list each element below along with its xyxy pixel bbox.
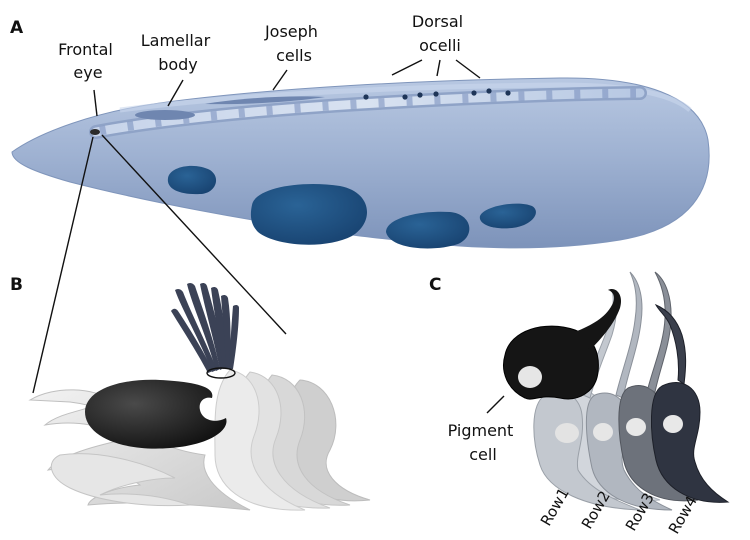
frontal-eye-shape [90, 129, 100, 135]
label-frontal-eye-line2: eye [73, 63, 102, 82]
row1-nucleus [555, 423, 579, 443]
leader-pigment-cell [487, 396, 504, 413]
larva-body-group [12, 78, 709, 249]
label-dorsal-ocelli-line2: ocelli [419, 36, 461, 55]
ocellus-dot [433, 91, 438, 96]
leader-joseph-cells [273, 70, 287, 90]
label-lamellar-body-line2: body [158, 55, 198, 74]
leader-dorsal-ocelli-1 [392, 60, 422, 75]
label-pigment-cell-line1: Pigment [448, 421, 514, 440]
ocellus-dot [471, 90, 476, 95]
panel-label-c: C [429, 275, 441, 295]
row3-stalk [648, 272, 671, 392]
label-joseph-cells-line1: Joseph [264, 22, 318, 41]
body-spot-2 [251, 184, 367, 245]
label-pigment-cell-line2: cell [469, 445, 497, 464]
lamellar-body-shape [135, 110, 195, 120]
label-frontal-eye: Frontal eye [58, 40, 118, 82]
row-label-1: Row1 [537, 485, 573, 529]
label-frontal-eye-line1: Frontal [58, 40, 113, 59]
pigment-cup [85, 380, 227, 449]
label-joseph-cells: Joseph cells [264, 22, 323, 65]
panel-label-a: A [10, 18, 24, 38]
label-dorsal-ocelli-line1: Dorsal [412, 12, 463, 31]
leader-dorsal-ocelli-3 [456, 60, 480, 78]
dorsal-ocellus-detail [504, 272, 728, 510]
pigment-cell-nucleus [518, 366, 542, 388]
label-lamellar-body-line1: Lamellar [141, 31, 211, 50]
leader-dorsal-ocelli-2 [437, 60, 440, 76]
row4-nucleus [663, 415, 683, 433]
panel-label-b: B [10, 275, 23, 295]
leader-frontal-eye [94, 90, 97, 116]
row2-stalk [616, 272, 642, 398]
cilia-bundle [171, 283, 239, 373]
ocellus-dot [363, 94, 368, 99]
row3-nucleus [626, 418, 646, 436]
ocellus-dot [402, 94, 407, 99]
row2-nucleus [593, 423, 613, 441]
ocellus-dot [505, 90, 510, 95]
ocellus-dot [417, 92, 422, 97]
ocellus-dot [486, 88, 491, 93]
label-joseph-cells-line2: cells [276, 46, 312, 65]
body-spot-1 [168, 166, 216, 194]
label-pigment-cell: Pigment cell [448, 421, 519, 464]
frontal-eye-detail [30, 283, 370, 510]
label-lamellar-body: Lamellar body [141, 31, 216, 74]
label-dorsal-ocelli: Dorsal ocelli [412, 12, 468, 55]
